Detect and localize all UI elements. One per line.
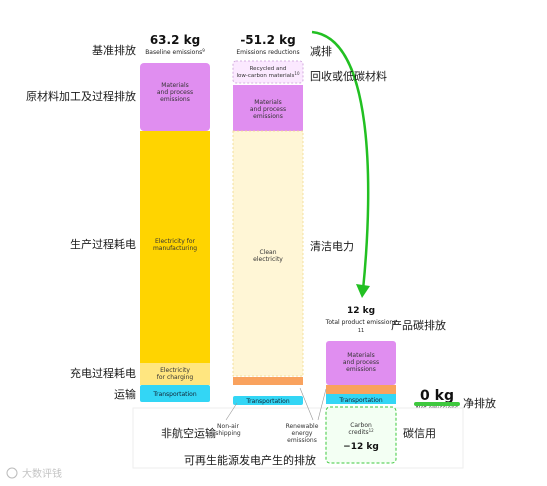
- cn-product-emissions: 产品碳排放: [391, 318, 446, 332]
- carbon-credits-sup: 12: [369, 428, 375, 433]
- reduction-materials-bar: [233, 85, 303, 131]
- baseline-manufacturing-bar: [140, 131, 210, 363]
- bottom-panel: [132, 407, 464, 469]
- baseline-charging-bar: [140, 363, 210, 385]
- reduction-non-air-bar: [233, 377, 303, 385]
- carbon-credits-value: −12 kg: [343, 442, 379, 452]
- cn-reduction: 减排: [310, 44, 332, 58]
- cn-non-air: 非航空运输: [161, 426, 216, 440]
- cn-clean-electricity: 清洁电力: [310, 240, 354, 253]
- connector-renewable: [299, 387, 314, 421]
- baseline-transport-label: Transportation: [152, 391, 197, 398]
- product-transport-label: Transportation: [338, 397, 383, 404]
- cn-net: 净排放: [463, 396, 496, 410]
- carbon-credits-box: [325, 406, 397, 464]
- reduction-arrow: [311, 30, 370, 291]
- baseline-materials-bar: [140, 63, 210, 131]
- cn-baseline: 基准排放: [92, 43, 136, 57]
- baseline-value-label: 63.2 kg: [150, 33, 200, 47]
- baseline-transport-bar: [140, 385, 210, 402]
- reduction-sub-label: Emissions reductions: [236, 49, 299, 56]
- cn-materials: 原材料加工及过程排放: [26, 89, 136, 103]
- reduction-recycled-bar: [232, 60, 304, 84]
- baseline-sub-text: Baseline emissions: [145, 49, 202, 56]
- cn-manufacturing: 生产过程耗电: [70, 237, 136, 251]
- watermark-logo-icon: [6, 467, 18, 479]
- product-transport-bar: [326, 394, 396, 404]
- product-sub-sup: 11: [358, 328, 364, 334]
- reduction-arrow-head-icon: [356, 284, 370, 298]
- watermark-text: 大数评钱: [22, 467, 62, 480]
- cn-charging: 充电过程耗电: [70, 366, 136, 380]
- reduction-transport-bar: [233, 396, 303, 405]
- net-zero-bar: [414, 402, 460, 406]
- net-value-label: 0 kg: [420, 388, 454, 404]
- cn-transport: 运输: [114, 387, 136, 401]
- product-sub-label: Total product emissions: [325, 319, 397, 326]
- reduction-transport-label: Transportation: [245, 398, 290, 405]
- product-renewable-bar: [326, 385, 396, 394]
- cn-credits: 碳信用: [403, 426, 436, 440]
- reduction-recycled-sup: 10: [294, 71, 300, 76]
- baseline-sup: 9: [202, 48, 205, 53]
- connector-non-air: [225, 402, 238, 421]
- reduction-clean-electricity-bar: [232, 130, 304, 377]
- connector-product: [317, 388, 327, 421]
- product-value-label: 12 kg: [347, 306, 375, 316]
- cn-recycled: 回收或低碳材料: [310, 69, 387, 83]
- cn-renewable: 可再生能源发电产生的排放: [184, 453, 316, 467]
- product-materials-bar: [326, 341, 396, 385]
- reduction-value-label: -51.2 kg: [240, 33, 295, 47]
- baseline-sub-label: Baseline emissions9: [145, 48, 205, 56]
